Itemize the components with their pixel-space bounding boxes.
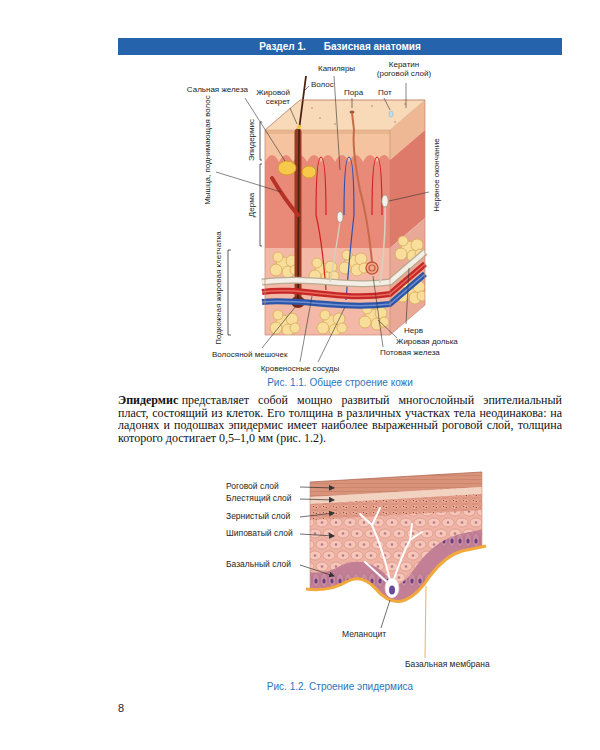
nerve-ending <box>337 212 343 223</box>
dermis-layer <box>265 155 390 248</box>
melanocyte <box>385 578 399 598</box>
leader-lines <box>216 76 429 362</box>
nerve-branch <box>380 206 385 283</box>
part-label: Волосяной мешочек <box>212 350 287 359</box>
basal-membrane <box>306 546 486 602</box>
vertical-label: Эпидермис <box>247 119 256 161</box>
sweat-drop <box>389 111 393 117</box>
term: Эпидермис <box>118 393 178 407</box>
keratin-layer <box>265 130 390 134</box>
sweat-duct <box>352 113 372 262</box>
nerve <box>262 252 425 284</box>
melanocyte-nucleus <box>389 586 395 595</box>
part-label: Потовая железа <box>380 348 440 357</box>
melanocyte-dendrites <box>360 508 422 583</box>
paragraph-text: представляет собой мощно развитый многос… <box>118 393 562 445</box>
part-label: Жировой секрет <box>250 88 290 106</box>
header-text: Базисная анатомия <box>324 41 421 53</box>
spinous-layer <box>300 460 490 620</box>
surface-dots <box>311 103 406 125</box>
block-outline <box>265 100 425 335</box>
vertical-label: Мышца, поднимающая волос <box>203 95 212 205</box>
sebum <box>297 125 301 129</box>
part-label: Сальная железа <box>170 85 248 94</box>
nerve-ending <box>382 195 388 207</box>
hair <box>298 76 306 300</box>
sebaceous-gland <box>302 166 316 178</box>
vertical-label: Нервное окончание <box>432 138 441 211</box>
figure-caption: Рис. 1.1. Общее строение кожи <box>118 377 562 389</box>
membrane-leader <box>425 586 426 658</box>
part-label: Нерв <box>404 326 423 335</box>
figure-caption: Рис. 1.2. Строение эпидермиса <box>118 681 562 693</box>
part-label: Шиповатый слой <box>226 529 293 539</box>
part-label: Пот <box>378 88 392 97</box>
sweat-gland <box>366 262 378 274</box>
arrector-muscle <box>272 178 298 215</box>
body-paragraph: Эпидермиспредставляет собой мощно развит… <box>118 394 562 444</box>
part-label: Пора <box>344 88 363 97</box>
vertical-label: Подкожная жировая клетчатка <box>214 231 223 345</box>
header-text: Раздел 1. <box>259 41 306 53</box>
part-label: Базальный слой <box>226 560 291 570</box>
page-number: 8 <box>118 702 124 715</box>
sebaceous-gland <box>278 161 296 175</box>
section-edge <box>482 472 483 547</box>
skin-block <box>262 76 427 336</box>
vein <box>262 274 425 306</box>
part-label: Роговой слой <box>226 482 279 492</box>
part-label: Волос <box>311 80 334 89</box>
part-label: Зернистый слой <box>226 512 290 522</box>
layer-brackets <box>228 122 262 335</box>
part-label: Блестящий слой <box>226 494 292 504</box>
granular-layer <box>310 494 482 520</box>
part-label: Кератин (роговой слой) <box>372 60 436 78</box>
epidermis-section <box>300 460 490 620</box>
part-label: Базальная мембрана <box>405 660 490 670</box>
leader-arrows <box>300 487 390 628</box>
part-label: Жировая долька <box>396 337 458 346</box>
part-label: Кровеносные сосуды <box>250 364 350 373</box>
vertical-label: Дерма <box>247 193 256 217</box>
section-header-bar: Раздел 1. Базисная анатомия <box>118 38 562 55</box>
part-label: Меланоцит <box>342 630 386 640</box>
part-label: Капиляры <box>318 64 355 73</box>
skin-surface-line <box>310 472 482 482</box>
